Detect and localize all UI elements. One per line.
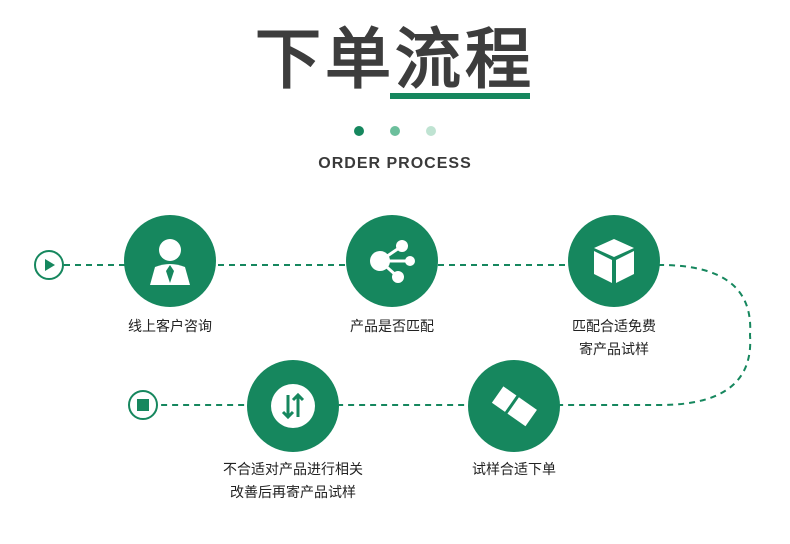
step-2-circle <box>346 215 438 307</box>
step-1-circle <box>124 215 216 307</box>
dot-1 <box>354 126 364 136</box>
box-icon <box>594 239 634 283</box>
dot-2 <box>390 126 400 136</box>
tag-ticket-icon <box>491 386 537 427</box>
step-5-label-line-1: 不合适对产品进行相关 <box>223 462 363 478</box>
dot-3 <box>426 126 436 136</box>
step-2-label: 产品是否匹配 <box>292 316 492 339</box>
step-3-label: 匹配合适免费 寄产品试样 <box>514 316 714 362</box>
end-marker <box>128 390 158 420</box>
step-5-label: 不合适对产品进行相关 改善后再寄产品试样 <box>193 459 393 505</box>
step-3-circle <box>568 215 660 307</box>
step-3-label-line-2: 寄产品试样 <box>579 342 649 358</box>
page-subtitle: ORDER PROCESS <box>318 155 472 172</box>
step-4-label: 试样合适下单 <box>414 459 614 482</box>
customer-user-icon <box>150 239 190 285</box>
page-title: 下单流程 <box>255 21 535 98</box>
decorative-dots <box>0 126 790 136</box>
step-5-label-line-2: 改善后再寄产品试样 <box>230 485 356 501</box>
share-nodes-icon <box>370 240 415 283</box>
play-icon <box>45 259 55 271</box>
step-2-label-line-1: 产品是否匹配 <box>350 319 434 335</box>
stop-icon <box>137 399 149 411</box>
step-4-label-line-1: 试样合适下单 <box>472 462 556 478</box>
step-1-label: 线上客户咨询 <box>70 316 270 339</box>
swap-arrows-icon <box>271 384 315 428</box>
start-marker <box>34 250 64 280</box>
step-1-label-line-1: 线上客户咨询 <box>128 319 212 335</box>
step-5-circle <box>247 360 339 452</box>
step-4-circle <box>468 360 560 452</box>
title-underline <box>390 93 530 99</box>
step-3-label-line-1: 匹配合适免费 <box>572 319 656 335</box>
